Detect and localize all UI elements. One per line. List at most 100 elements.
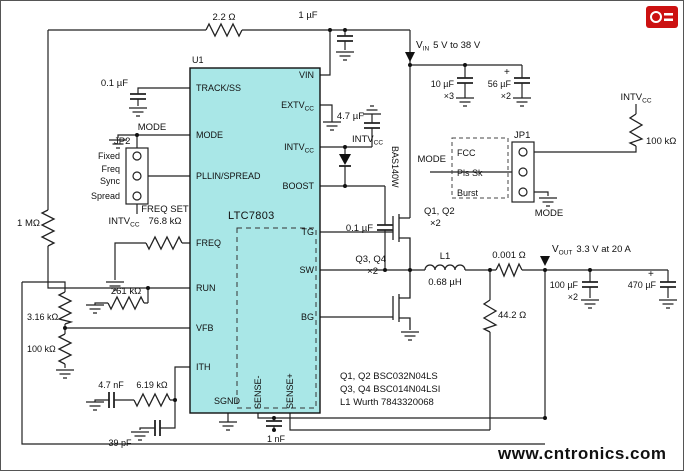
label-l1-ref: L1 [440, 251, 451, 262]
label-c-sense: 1 nF [267, 434, 286, 444]
ic-ltc7803 [189, 67, 321, 414]
jp2-pin-3 [132, 191, 142, 201]
label-c-in-a: 10 µF [431, 79, 455, 89]
label-jp1: JP1 [514, 130, 530, 141]
jp2-pin-1 [132, 151, 142, 161]
mosfet-q1-q2 [392, 214, 411, 270]
pin-label-track-ss: TRACK/SS [196, 83, 241, 93]
label-intvcc-top-right: INTVCC [620, 92, 651, 105]
label-c-ss: 0.1 µF [101, 78, 128, 89]
pin-label-ith: ITH [196, 362, 211, 372]
label-r-fb-top: 3.16 kΩ [27, 312, 59, 322]
label-r-ith: 6.19 kΩ [136, 380, 168, 390]
label-c-ith-hf: 39 pF [108, 438, 132, 448]
label-d-boost: BAS140W [390, 146, 400, 188]
label-intvcc-jp2: INTVCC [108, 216, 139, 229]
label-jp1-opt-pls-sk: Pls Sk [457, 168, 483, 178]
note-q3-q4-part: Q3, Q4 BSC014N04LSI [340, 384, 440, 395]
label-c-in-b-qty: ×2 [501, 91, 511, 101]
pin-label-vin: VIN [299, 70, 314, 80]
pin-label-sense-plus: SENSE+ [285, 373, 295, 409]
label-c-ith: 4.7 nF [98, 380, 124, 390]
label-r-sense-filter: 44.2 Ω [498, 310, 526, 321]
label-c-out-b-polarity: + [648, 269, 654, 280]
label-c-boost: 0.1 µF [346, 223, 373, 234]
pin-label-sgnd: SGND [214, 396, 241, 406]
ic-part-number: LTC7803 [228, 210, 275, 222]
label-jp2: JP2 [114, 136, 130, 147]
label-l1-value: 0.68 µH [428, 277, 462, 288]
label-c-intvcc: 4.7 µF [337, 111, 364, 122]
wire-left-side-nets [21, 30, 545, 445]
label-freq-set: FREQ SET [141, 204, 189, 215]
ic-internal-dashed-box [236, 227, 317, 409]
pin-label-bg: BG [301, 312, 314, 322]
logo-bar-1 [664, 13, 673, 16]
label-jp1-opt-burst: Burst [457, 188, 479, 198]
pin-label-run: RUN [196, 283, 216, 293]
jp1-pin-3 [518, 187, 528, 197]
label-c-filter: 1 µF [298, 10, 317, 21]
pin-label-intvcc: INTVCC [284, 142, 314, 155]
label-jp2-opt-sync: Sync [100, 176, 121, 186]
label-c-out-b: 470 µF [628, 280, 657, 290]
label-q-bot-qty: ×2 [367, 266, 378, 277]
label-q-top: Q1, Q2 [424, 206, 455, 217]
watermark: www.cntronics.com [497, 444, 666, 463]
label-mode-net: MODE [138, 122, 167, 133]
inductor-coil [424, 264, 466, 271]
label-mode-net-left-of-jp1: MODE [418, 154, 447, 165]
label-r-fb-bot: 100 kΩ [27, 344, 56, 354]
label-jp1-opt-fcc: FCC [457, 148, 476, 158]
label-r-mode-pullup: 100 kΩ [646, 136, 676, 147]
logo-bar-2 [664, 18, 673, 21]
ground-symbols [56, 51, 677, 441]
label-jp2-opt-fixed: Fixed [98, 151, 120, 161]
jp1-pin-1 [518, 147, 528, 157]
label-c-out-a: 100 µF [550, 280, 579, 290]
cntronics-logo [646, 6, 678, 28]
label-jp2-opt-freq: Freq [101, 164, 120, 174]
pin-label-sense-minus: SENSE- [253, 375, 263, 409]
label-freq-set-value: 76.8 kΩ [149, 216, 182, 227]
pin-label-extvcc: EXTVCC [281, 100, 314, 113]
diode-triangle [339, 154, 351, 165]
label-c-in-b: 56 µF [488, 79, 512, 89]
jumper-jp2 [125, 147, 149, 205]
ic-body [189, 67, 321, 414]
label-c-out-a-qty: ×2 [568, 292, 578, 302]
jumper-jp1 [511, 141, 535, 203]
label-r-filter: 2.2 Ω [213, 12, 236, 23]
label-jp2-opt-spread: Spread [91, 191, 120, 201]
jp1-options-box [451, 137, 509, 199]
pin-label-sw: SW [300, 265, 315, 275]
vout-terminal-arrow [540, 256, 550, 266]
boost-diode [339, 154, 351, 167]
label-r-run-bot: 261 kΩ [111, 286, 141, 297]
label-c-in-a-qty: ×3 [444, 91, 454, 101]
pin-label-vfb: VFB [196, 323, 214, 333]
label-intvcc-net: INTVCC [352, 134, 383, 147]
mosfet-q3-q4 [392, 270, 411, 330]
label-q-bot: Q3, Q4 [355, 254, 386, 265]
pin-label-mode: MODE [196, 130, 223, 140]
label-r-run-top: 1 MΩ [17, 218, 40, 229]
label-q-top-qty: ×2 [430, 218, 441, 229]
label-r-sense: 0.001 Ω [492, 250, 526, 261]
capacitor-plates [108, 35, 676, 436]
ic-refdes: U1 [192, 55, 204, 65]
note-q1-q2-part: Q1, Q2 BSC032N04LS [340, 371, 438, 382]
jp1-pin-2 [518, 167, 528, 177]
pin-label-tg: TG [302, 227, 315, 237]
vin-terminal-arrow [405, 52, 415, 62]
junction-dots [63, 28, 592, 432]
note-l1-part: L1 Wurth 7843320068 [340, 397, 434, 408]
logo-glyph [650, 11, 662, 23]
pin-label-freq: FREQ [196, 238, 221, 248]
label-mode-net-below-jp1: MODE [535, 208, 564, 219]
resistor-symbols [40, 22, 644, 408]
